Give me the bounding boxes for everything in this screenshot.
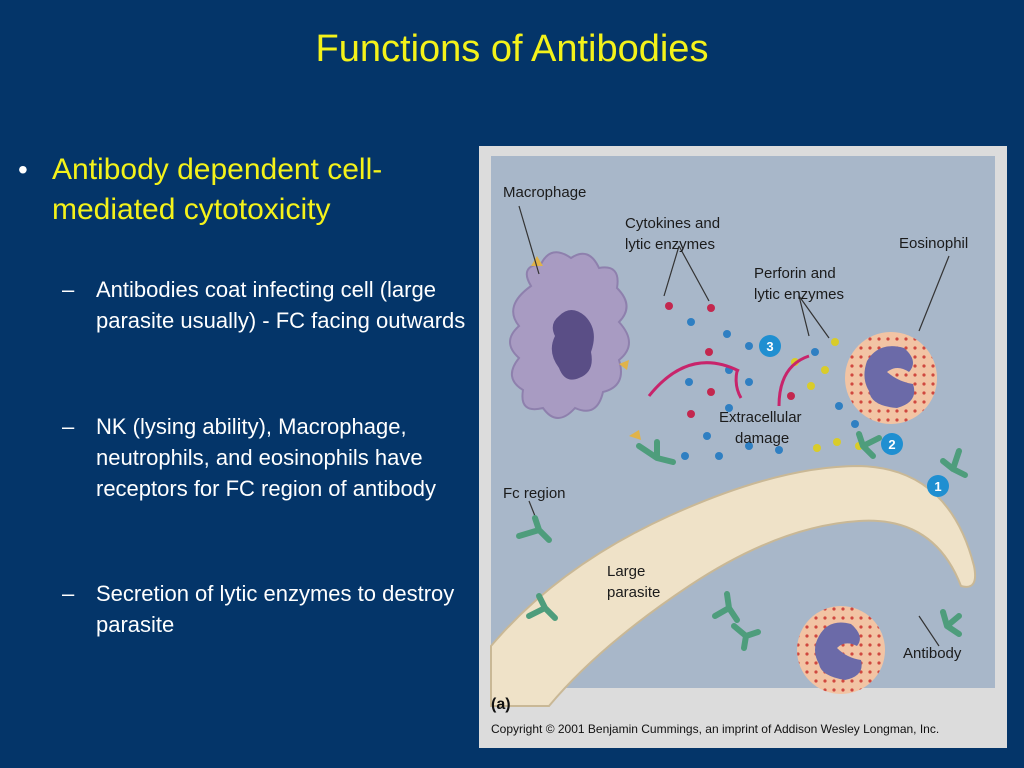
callout-lines <box>518 205 950 647</box>
label-eosinophil: Eosinophil <box>899 235 969 252</box>
antibody-molecules <box>516 431 968 651</box>
label-extracellular-line2: damage <box>735 430 790 447</box>
dash-icon: – <box>62 414 75 439</box>
sub-bullet-2: – NK (lysing ability), Macrophage, neutr… <box>62 411 472 504</box>
large-parasite <box>490 464 977 707</box>
sub-bullet-text: NK (lysing ability), Macrophage, neutrop… <box>96 414 436 501</box>
eosinophil-cell-top <box>845 332 937 424</box>
label-extracellular-line1: Extracellular <box>719 409 802 426</box>
step-circle-1: 1 <box>927 475 949 497</box>
label-parasite-line2: parasite <box>607 584 661 601</box>
label-cytokines-line2: lytic enzymes <box>625 236 716 253</box>
arrows <box>647 354 810 407</box>
eosinophil-cell-bottom <box>797 606 885 694</box>
adcc-figure: 3 2 1 Macrophage Cytokines and lytic enz… <box>479 146 1007 748</box>
main-bullet-text: Antibody dependent cell-mediated cytotox… <box>52 153 383 226</box>
sub-bullet-3: – Secretion of lytic enzymes to destroy … <box>62 578 472 640</box>
panel-label: (a) <box>491 696 511 713</box>
step-number: 3 <box>766 339 773 354</box>
label-cytokines-line1: Cytokines and <box>625 215 721 232</box>
macrophage-cell <box>509 251 641 440</box>
sub-bullet-1: – Antibodies coat infecting cell (large … <box>62 274 472 336</box>
dash-icon: – <box>62 581 75 606</box>
enzyme-particles <box>665 302 863 460</box>
label-fc-region: Fc region <box>503 485 566 502</box>
label-parasite-line1: Large <box>607 563 646 580</box>
sub-bullet-text: Antibodies coat infecting cell (large pa… <box>96 277 466 333</box>
step-number: 2 <box>888 437 895 452</box>
main-bullet: • Antibody dependent cell-mediated cytot… <box>18 150 458 230</box>
dash-icon: – <box>62 277 75 302</box>
step-number: 1 <box>934 479 941 494</box>
adcc-illustration: 3 2 1 <box>490 156 995 707</box>
slide-title: Functions of Antibodies <box>315 28 709 70</box>
label-perforin-line1: Perforin and <box>754 265 836 282</box>
copyright-text: Copyright © 2001 Benjamin Cummings, an i… <box>491 722 940 736</box>
label-macrophage: Macrophage <box>503 184 587 201</box>
bullet-dot-icon: • <box>18 154 28 185</box>
label-perforin-line2: lytic enzymes <box>754 286 845 303</box>
step-circle-2: 2 <box>881 433 903 455</box>
sub-bullet-text: Secretion of lytic enzymes to destroy pa… <box>96 581 455 637</box>
label-antibody: Antibody <box>903 645 962 662</box>
step-circle-3: 3 <box>759 335 781 357</box>
